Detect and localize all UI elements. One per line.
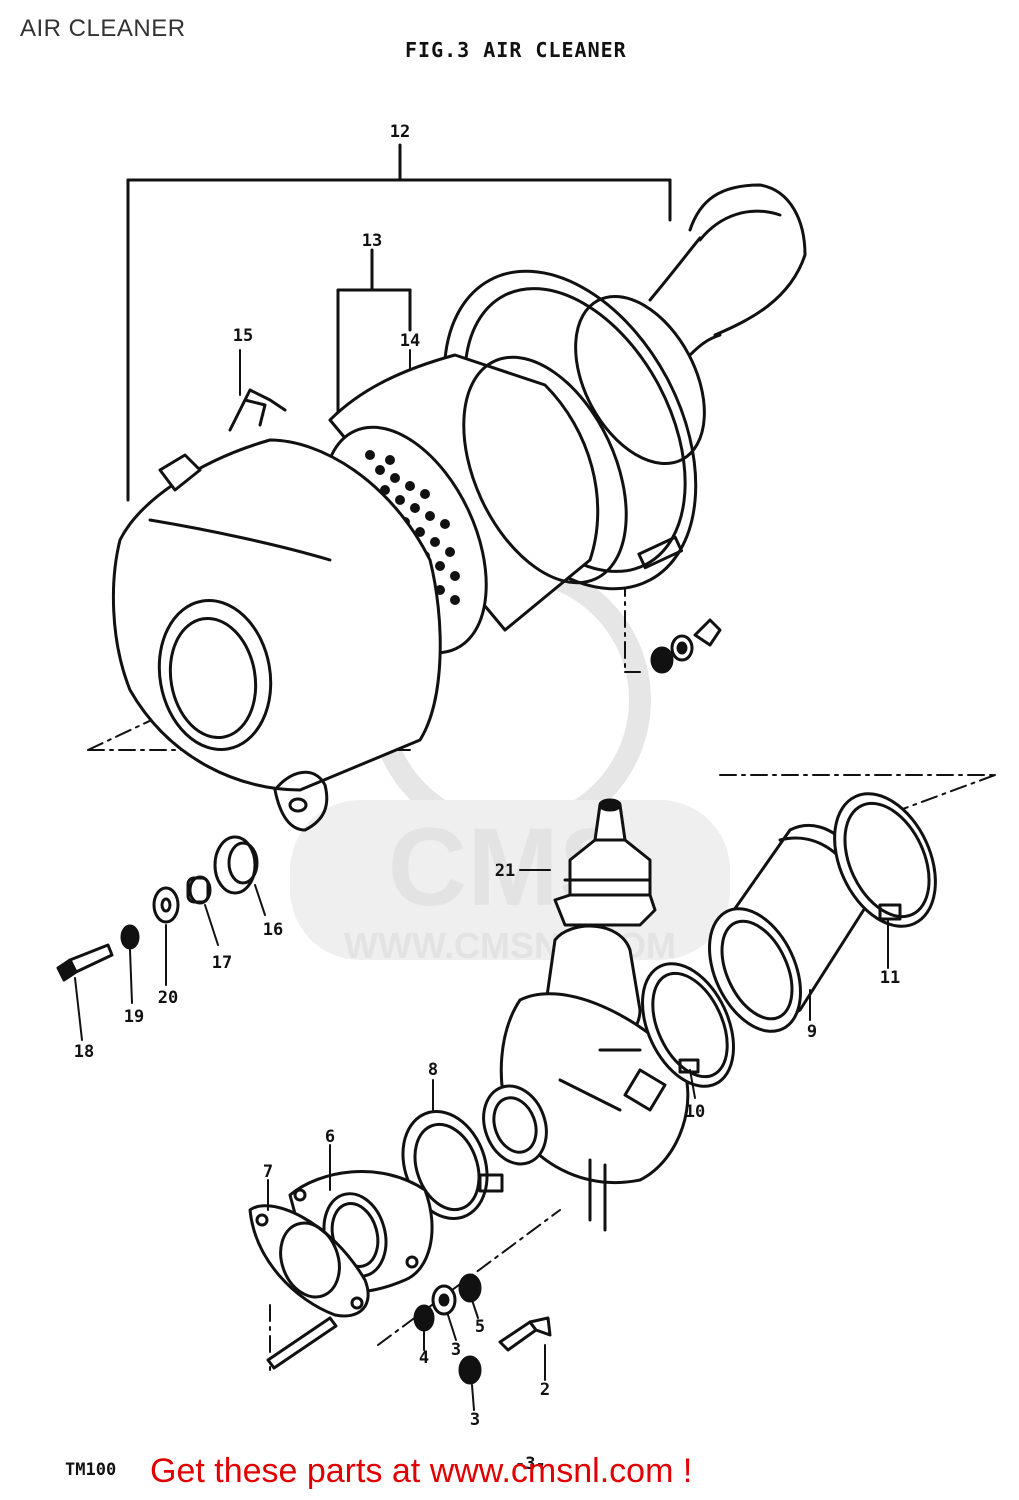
part-16-grommet (213, 835, 259, 895)
part-carburetor-body (482, 924, 690, 1232)
part-7-gasket (248, 1204, 370, 1318)
footer-model-label: TM100 (65, 1460, 117, 1480)
callout-20: 20 (158, 988, 178, 1008)
callout-18: 18 (74, 1042, 94, 1062)
callout-3a: 3 (451, 1340, 461, 1360)
figure-title: FIG.3 AIR CLEANER (405, 38, 627, 62)
part-19-lock-washer (120, 924, 140, 950)
callout-11: 11 (880, 968, 900, 988)
callout-5: 5 (475, 1317, 485, 1337)
part-20-washer (152, 886, 180, 924)
callout-21: 21 (495, 861, 515, 881)
leader-lines (74, 349, 889, 1411)
callout-9: 9 (807, 1022, 817, 1042)
callout-14: 14 (400, 331, 420, 351)
stud-and-nuts (266, 1273, 552, 1385)
callout-10: 10 (685, 1102, 705, 1122)
part-18-bolt (56, 943, 114, 982)
part-air-cleaner-cover (111, 388, 442, 832)
callout-2: 2 (540, 1380, 550, 1400)
callout-12: 12 (390, 122, 410, 142)
callout-labels: 12 13 14 15 16 17 18 19 20 21 11 9 10 8 … (74, 122, 900, 1430)
part-21-carb-top (553, 798, 657, 927)
page-title: AIR CLEANER (20, 15, 186, 42)
cta-link[interactable]: Get these parts at www.cmsnl.com ! (150, 1452, 693, 1490)
part-11-clamp (833, 792, 937, 928)
part-10-clamp (641, 962, 735, 1088)
callout-6: 6 (325, 1127, 335, 1147)
callout-4: 4 (419, 1348, 429, 1368)
callout-15: 15 (233, 326, 253, 346)
callout-8: 8 (428, 1060, 438, 1080)
callout-17: 17 (212, 953, 232, 973)
footer-page-mark: -3- (515, 1454, 546, 1474)
bracket-13 (336, 248, 412, 422)
callout-19: 19 (124, 1007, 144, 1027)
wing-nut-hardware (650, 618, 722, 674)
bracket-12 (126, 143, 672, 502)
callout-3b: 3 (470, 1410, 480, 1430)
callout-13: 13 (362, 231, 382, 251)
part-17-collar (186, 875, 212, 905)
callout-16: 16 (263, 920, 283, 940)
callout-7: 7 (263, 1162, 273, 1182)
